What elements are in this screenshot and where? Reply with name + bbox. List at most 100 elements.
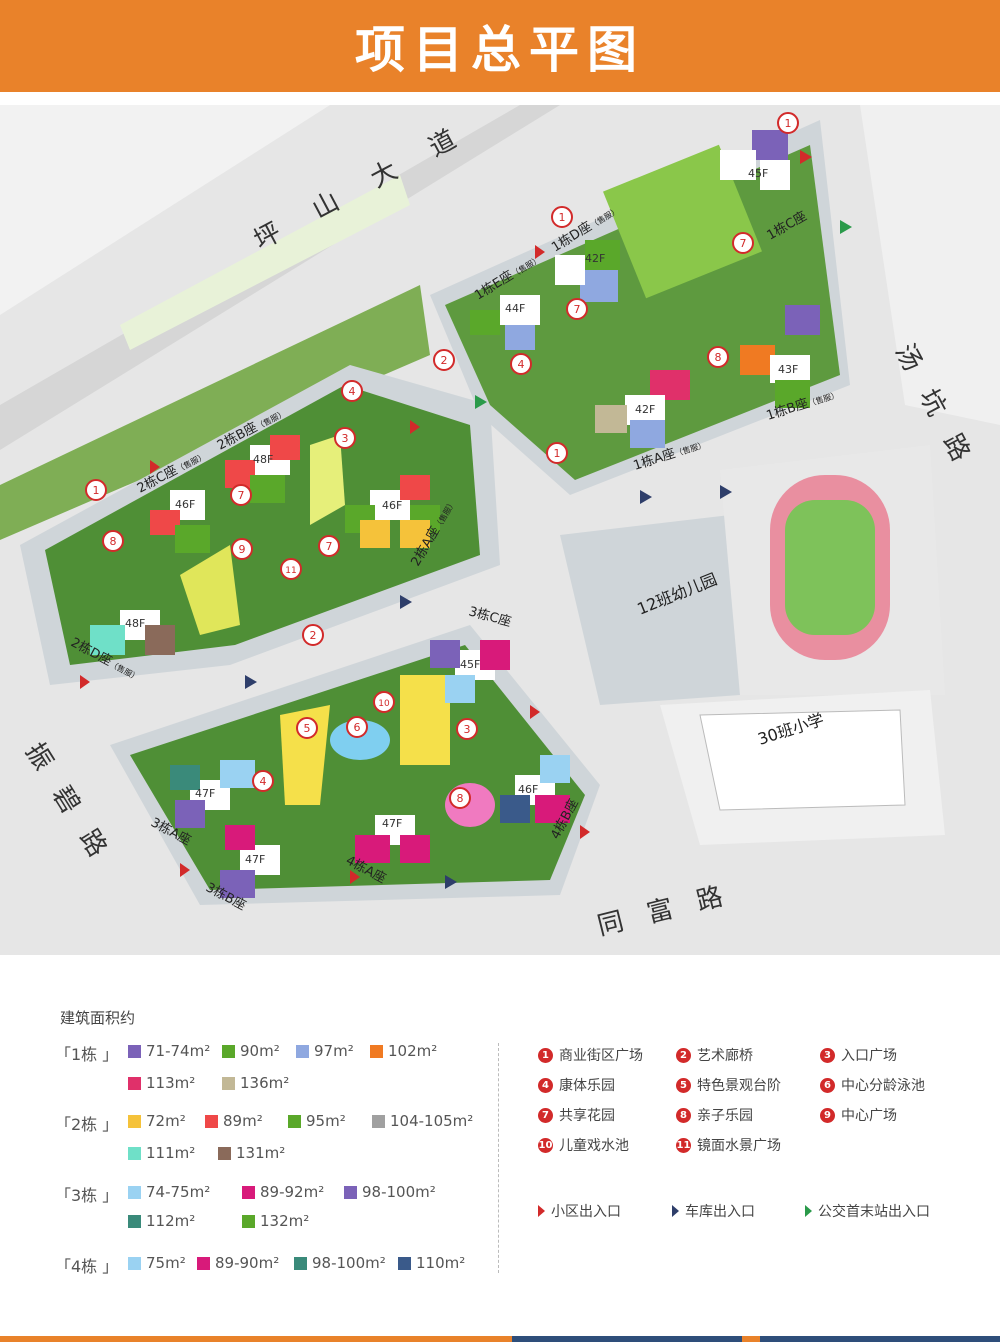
area-swatch [344,1185,357,1199]
area-swatch-item: 113m² [128,1074,195,1092]
legend-divider [498,1043,499,1273]
floor-labels: 45F 42F 44F 43F 42F 48F 46F 46F 48F 45F … [125,167,798,866]
area-swatch [372,1114,385,1128]
area-swatch-item: 102m² [370,1042,437,1060]
area-swatch-item: 89-90m² [197,1254,279,1272]
area-swatch-item: 74-75m² [128,1183,210,1201]
area-swatch-item: 104-105m² [372,1112,473,1130]
floor-label: 42F [585,252,605,265]
legend-building-label: 「2栋 」 [55,1115,119,1134]
unit-blocks [90,130,820,898]
area-swatch [370,1044,383,1058]
area-swatch [128,1256,141,1270]
area-swatch-item: 111m² [128,1144,195,1162]
area-swatch-item: 112m² [128,1212,195,1230]
area-swatch-item: 132m² [242,1212,309,1230]
area-swatch [128,1214,141,1228]
legend-building-label: 「3栋 」 [55,1186,119,1205]
entrance-marker-icon [538,1205,545,1217]
entrance-legend-item: 公交首末站出入口 [805,1201,930,1221]
svg-text:7: 7 [740,237,747,250]
svg-text:1: 1 [559,211,566,224]
floor-label: 47F [195,787,215,800]
svg-text:7: 7 [238,489,245,502]
svg-text:3: 3 [342,432,349,445]
floor-label: 43F [778,363,798,376]
kindergarten-block [560,515,740,705]
entrance-markers [80,150,852,889]
floor-label: 44F [505,302,525,315]
floor-label: 45F [460,658,480,671]
svg-text:8: 8 [715,351,722,364]
svg-text:8: 8 [457,792,464,805]
floor-label: 47F [245,853,265,866]
facility-pins: 1 1 1 1 2 2 3 3 4 4 4 5 6 7 7 7 7 8 8 8 … [85,112,799,809]
area-swatch [128,1044,141,1058]
area-swatch [218,1146,231,1160]
svg-text:7: 7 [326,540,333,553]
entrance-legend-item: 小区出入口 [538,1201,621,1221]
svg-text:9: 9 [239,543,246,556]
area-swatch [288,1114,301,1128]
area-swatch-item: 131m² [218,1144,285,1162]
floor-label: 47F [382,817,402,830]
area-swatch-item: 95m² [288,1112,346,1130]
area-swatch [128,1146,141,1160]
page-title: 项目总平图 [355,21,645,79]
svg-text:4: 4 [349,385,356,398]
floor-label: 45F [748,167,768,180]
legend-building-label: 「4栋 」 [55,1257,119,1276]
area-swatch-item: 98-100m² [294,1254,386,1272]
area-swatch [128,1185,141,1199]
area-swatch-item: 90m² [222,1042,280,1060]
svg-text:1: 1 [785,117,792,130]
site-plan-map: 45F 42F 44F 43F 42F 48F 46F 46F 48F 45F … [0,105,1000,955]
floor-label: 46F [518,783,538,796]
area-swatch [296,1044,309,1058]
svg-text:11: 11 [285,566,296,576]
floor-label: 46F [382,499,402,512]
floor-label: 48F [125,617,145,630]
legend-heading: 建筑面积约 [60,1009,136,1027]
svg-text:1: 1 [554,447,561,460]
svg-text:2: 2 [310,629,317,642]
svg-text:10: 10 [378,699,390,709]
legend: 建筑面积约 「1栋 」 71-74m² 90m² 97m² 102m² 113m… [0,955,1000,1342]
area-swatch [242,1185,255,1199]
entrance-legend-item: 车库出入口 [672,1201,755,1221]
svg-text:8: 8 [110,535,117,548]
area-swatch-item: 72m² [128,1112,186,1130]
svg-text:7: 7 [574,303,581,316]
area-swatch [242,1214,255,1228]
svg-text:1: 1 [93,484,100,497]
svg-text:4: 4 [518,358,525,371]
area-swatch [128,1114,141,1128]
area-swatch [222,1044,235,1058]
area-swatch [398,1256,411,1270]
bus-marker-icon [805,1205,812,1217]
area-swatch-item: 89m² [205,1112,263,1130]
garage-marker-icon [672,1205,679,1217]
area-swatch-item: 71-74m² [128,1042,210,1060]
area-swatch [197,1256,210,1270]
floor-label: 46F [175,498,195,511]
site-plan-svg: 45F 42F 44F 43F 42F 48F 46F 46F 48F 45F … [0,105,1000,955]
area-swatch [294,1256,307,1270]
area-swatch-item: 89-92m² [242,1183,324,1201]
area-swatch [222,1076,235,1090]
area-swatch-item: 136m² [222,1074,289,1092]
area-swatch-item: 98-100m² [344,1183,436,1201]
footer-bar [0,1336,1000,1342]
legend-building-label: 「1栋 」 [55,1045,119,1064]
area-swatch [205,1114,218,1128]
title-banner: 项目总平图 [0,0,1000,92]
area-swatch [128,1076,141,1090]
area-swatch-item: 110m² [398,1254,465,1272]
